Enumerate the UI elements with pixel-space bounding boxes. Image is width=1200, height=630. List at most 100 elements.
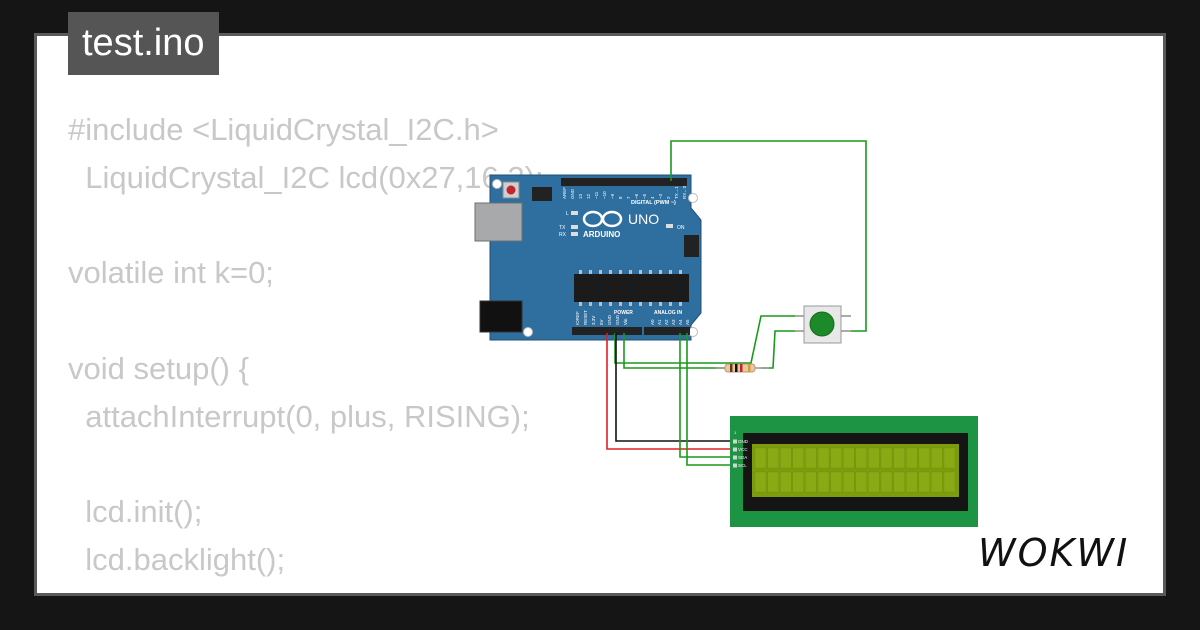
lcd-char-cell [792,447,804,469]
lcd-pin1-label: 1 [734,430,737,435]
analog-header [644,327,690,335]
lcd-pin-label: SCL [738,463,747,468]
digital-pin-label: 12 [586,193,591,199]
code-preview: #include <LiquidCrystal_I2C.h> LiquidCry… [68,106,646,593]
digital-pin-label: RX←0 [682,185,687,199]
analog-label: ANALOG IN [654,310,682,316]
lcd-char-cell [868,471,880,493]
lcd-char-cell [880,447,893,469]
lcd-char-cell [830,471,842,493]
lcd-pin-label: VCC [738,447,748,452]
lcd-char-cell [817,447,830,469]
lcd-char-cell [805,471,817,493]
lcd-char-cell [843,447,855,469]
lcd-char-cell [805,447,817,469]
wire-pin2-button[interactable] [670,140,867,332]
digital-pin-label: 7 [626,196,631,199]
circuit-diagram: UNO ARDUINO DIGITAL (PWM ~) L TX RX ON P… [474,140,978,527]
lcd-char-cell [943,471,956,493]
wire-gnd-resistor[interactable] [623,333,725,369]
digital-pin-label: ~10 [602,191,607,199]
power-pin-label: A0 [650,319,655,325]
code-line: void setup() { [68,350,249,386]
lcd-char-cell [754,447,767,469]
board-model: UNO [628,211,659,227]
svg-text:WOKWI: WOKWI [978,531,1129,575]
digital-pin-label: ~11 [594,191,599,199]
wire-5v-button[interactable] [614,315,803,364]
lcd-char-cell [843,471,855,493]
power-pin-label: 3.3V [591,316,596,325]
wire-sda-lcd[interactable] [679,333,736,458]
power-pin-label: RESET [583,310,588,325]
lcd-pin-label: GND [738,439,749,444]
power-pin-label: A5 [685,319,690,325]
arduino-uno-board[interactable]: UNO ARDUINO DIGITAL (PWM ~) L TX RX ON P… [474,174,702,341]
digital-pin-label: ~3 [658,193,663,199]
digital-pin-label: ~5 [642,193,647,199]
power-pin-label: A2 [664,319,669,325]
wires [606,140,867,466]
lcd-pin[interactable] [733,463,737,468]
lcd-char-cell [780,471,792,493]
power-pin-label: IOREF [575,311,580,325]
on-label: ON [677,225,685,231]
power-pin-label: GND [615,314,620,325]
lcd-char-cell [918,471,930,493]
lcd-char-cell [767,447,779,469]
board-brand: ARDUINO [583,230,620,239]
code-line: lcd.setCursor(0,0); lcd.print("LCD 16x2"… [68,584,646,593]
wokwi-logo: WOKWI [978,531,1129,575]
power-pin-label: GND [607,314,612,325]
wire-5v-lcd[interactable] [606,333,736,450]
power-pin-label: A1 [657,319,662,325]
lcd-char-cell [780,447,792,469]
lcd-char-cell [931,447,943,469]
lcd-pin[interactable] [733,455,737,460]
digital-pin-label: 13 [578,193,583,199]
lcd-char-cell [767,471,779,493]
code-line: attachInterrupt(0, plus, RISING); [68,398,530,434]
wire-gnd-lcd[interactable] [615,333,736,442]
code-line: #include <LiquidCrystal_I2C.h> [68,112,499,147]
preview-card: #include <LiquidCrystal_I2C.h> LiquidCry… [34,33,1166,596]
rx-label: RX [559,232,567,238]
lcd-char-cell [943,447,956,469]
lcd-char-cell [817,471,830,493]
atmega-chip [574,274,689,302]
code-line: volatile int k=0; [68,255,274,291]
code-line: lcd.init(); [68,494,203,530]
led-l-label: L [566,211,569,217]
lcd-char-cell [792,471,804,493]
lcd-pin[interactable] [733,447,737,452]
lcd-char-cell [754,471,767,493]
lcd-char-cell [880,471,893,493]
wire-scl-lcd[interactable] [686,333,736,466]
digital-pin-label: GND [570,188,575,199]
resistor[interactable] [716,363,769,373]
wire-resistor-button[interactable] [761,330,803,369]
digital-header [561,178,687,186]
usb-connector [474,202,523,242]
arduino-logo-icon [582,210,623,228]
digital-pin-label: 2 [666,196,671,199]
digital-label: DIGITAL (PWM ~) [631,200,676,206]
code-line: lcd.backlight(); [68,542,286,578]
lcd-char-cell [830,447,842,469]
lcd-pin[interactable] [733,439,737,444]
lcd-char-cell [868,447,880,469]
power-pin-label: Vin [623,318,628,325]
power-pin-label: 5V [599,319,604,325]
power-label: POWER [614,310,633,316]
lcd-char-cell [931,471,943,493]
lcd-char-cell [918,447,930,469]
lcd-char-cell [855,447,867,469]
lcd-char-cell [893,447,905,469]
power-pin-label: A4 [678,319,683,325]
digital-pin-label: AREF [562,187,567,199]
digital-pin-label: ~9 [610,193,615,199]
push-button[interactable] [795,305,851,344]
lcd-char-cell [855,471,867,493]
digital-pin-label: ~6 [634,193,639,199]
